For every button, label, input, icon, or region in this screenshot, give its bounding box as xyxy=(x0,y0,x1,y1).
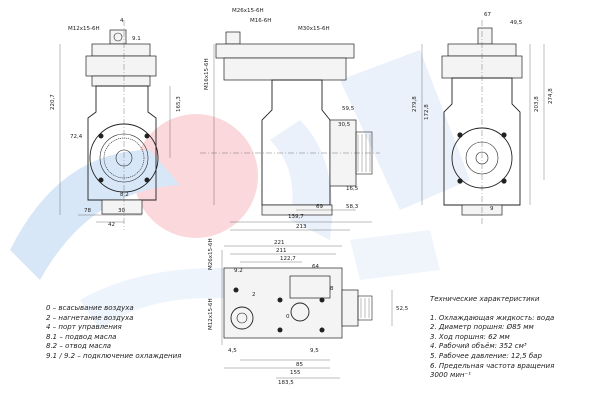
dim-305: 30,5 xyxy=(338,122,351,128)
dim-1227: 122,7 xyxy=(280,256,296,262)
dim-1835: 183,5 xyxy=(278,380,294,386)
dim-1653: 165,3 xyxy=(176,96,182,112)
dim-30: 30 xyxy=(118,208,125,214)
dim-525: 52,5 xyxy=(396,306,409,312)
dim-211: 211 xyxy=(276,248,287,254)
dim-2748: 274,8 xyxy=(548,88,554,104)
dim-724: 72,4 xyxy=(70,134,83,140)
spec-item: 2. Диаметр поршня: Ø85 мм xyxy=(430,323,534,332)
spec-item: 3. Ход поршня: 62 мм xyxy=(430,332,510,341)
dim-85: 85 xyxy=(296,362,303,368)
dim-64: 64 xyxy=(312,264,319,270)
spec-item: 4. Рабочий объём: 352 см³ xyxy=(430,342,527,351)
dim-8: 8 xyxy=(330,286,334,292)
dim-67: 67 xyxy=(484,12,491,18)
dim-0: 0 xyxy=(286,314,290,320)
plan-view xyxy=(221,245,393,379)
dim-m16: M16-6H xyxy=(250,18,271,24)
dim-583: 58,3 xyxy=(346,204,359,210)
dim-213: 213 xyxy=(296,224,307,230)
dim-595: 59,5 xyxy=(342,106,355,112)
rear-view xyxy=(421,20,545,225)
dim-2207: 220,7 xyxy=(50,94,56,110)
dim-155: 155 xyxy=(290,370,301,376)
dim-495: 49,5 xyxy=(510,20,523,26)
dim-91: 9.1 xyxy=(132,36,141,42)
legend-item: 8.1 – подвод масла xyxy=(46,332,117,341)
dim-221: 221 xyxy=(274,240,285,246)
technical-specs: Технические характеристики 1. Охлаждающа… xyxy=(430,295,595,381)
dim-1397: 139,7 xyxy=(288,214,304,220)
dim-1728: 172,8 xyxy=(424,104,430,120)
legend-item: 9.1 / 9.2 – подключение охлаждения xyxy=(46,351,182,360)
dim-82: 8.2 xyxy=(120,192,129,198)
port-legend: 0 – всасывание воздуха 2 – нагнетание во… xyxy=(46,304,206,362)
dim-m26b: M26x15-6H xyxy=(208,238,214,270)
dim-m26: M26x15-6H xyxy=(232,8,264,14)
dim-45: 4,5 xyxy=(228,348,237,354)
dim-m12: M12x15-6H xyxy=(68,26,100,32)
spec-item: 6. Предельная частота вращения xyxy=(430,361,555,370)
legend-item: 4 – порт управления xyxy=(46,323,122,332)
legend-item: 0 – всасывание воздуха xyxy=(46,304,134,312)
dim-42: 42 xyxy=(108,222,115,228)
dim-92: 9.2 xyxy=(234,268,243,274)
spec-item: 3000 мин⁻¹ xyxy=(430,371,471,380)
specs-title: Технические характеристики xyxy=(430,295,540,303)
dim-9: 9 xyxy=(490,206,494,212)
dim-69: 69 xyxy=(316,204,323,210)
legend-item: 2 – нагнетание воздуха xyxy=(46,313,134,322)
spec-item: 1. Охлаждающая жидкость: вода xyxy=(430,313,555,322)
spec-item: 5. Рабочее давление: 12,5 бар xyxy=(430,351,542,360)
dim-2798: 279,8 xyxy=(412,96,418,112)
dim-m12b: M12x15-6H xyxy=(208,298,214,330)
dim-m16b: M16x15-6H xyxy=(204,58,210,90)
dim-165: 16,5 xyxy=(346,186,359,192)
dim-78: 78 xyxy=(84,208,91,214)
dim-2037: 203,8 xyxy=(534,96,540,112)
dim-95: 9,5 xyxy=(310,348,319,354)
dim-2: 2 xyxy=(252,292,256,298)
front-view xyxy=(59,20,171,230)
dim-m30: M30x15-6H xyxy=(298,26,330,32)
legend-item: 8.2 – отвод масла xyxy=(46,342,112,351)
dim-6: 4 xyxy=(120,18,124,24)
side-view xyxy=(200,31,380,231)
dimension-labels: M12x15-6H 4 9.1 220,7 165,3 72,4 8.2 78 … xyxy=(50,8,554,386)
